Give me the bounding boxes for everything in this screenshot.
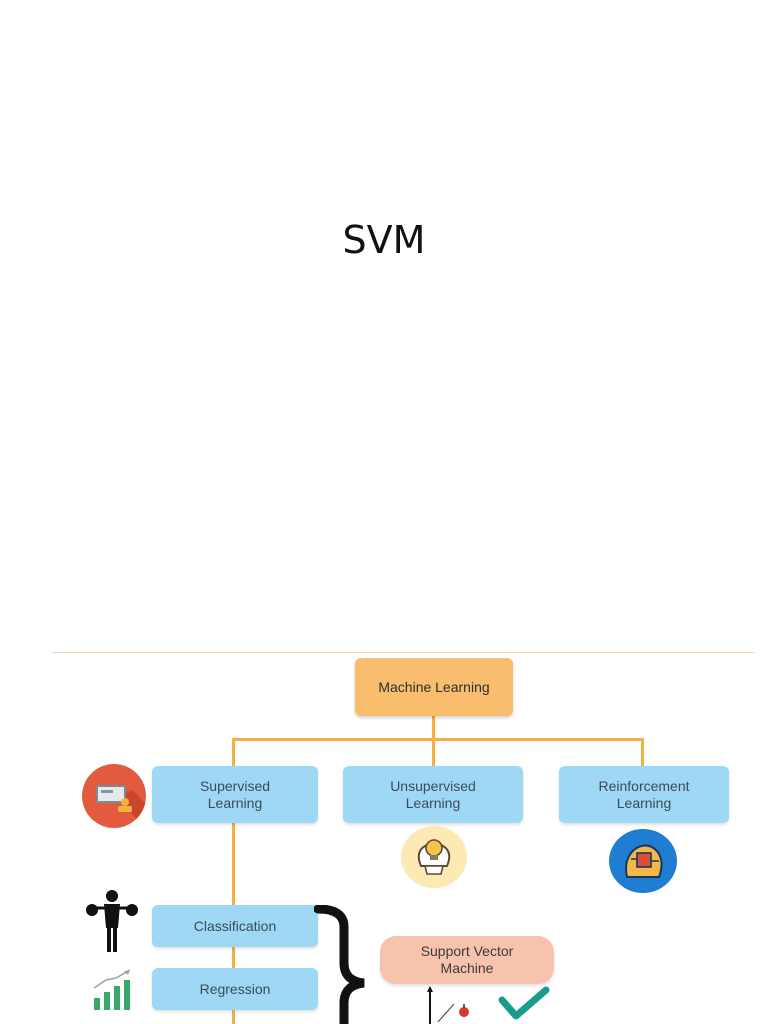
divider-line (52, 652, 755, 653)
check-mark-icon (498, 986, 550, 1020)
brain-lightbulb-icon (401, 826, 467, 888)
connector-root-down (432, 716, 435, 740)
robot-head-icon (609, 829, 677, 893)
svm-plot-icon (427, 986, 469, 1024)
person-balance-icon (86, 890, 138, 952)
node-support-vector-machine: Support Vector Machine (380, 936, 554, 984)
node-reinforcement-learning: Reinforcement Learning (559, 766, 729, 823)
node-regression: Regression (152, 968, 318, 1010)
node-unsupervised-label: Unsupervised Learning (390, 777, 476, 811)
connector-supervised (232, 738, 235, 766)
bar-chart-growth-icon (93, 969, 131, 1010)
connector-unsupervised (432, 738, 435, 766)
node-supervised-label: Supervised Learning (199, 777, 271, 811)
node-reinforcement-label: Reinforcement Learning (598, 777, 690, 811)
connector-reinforcement (641, 738, 644, 766)
node-supervised-learning: Supervised Learning (152, 766, 318, 823)
slide-title: SVM (342, 218, 426, 262)
teacher-board-icon (82, 764, 146, 828)
node-machine-learning: Machine Learning (355, 658, 513, 716)
connector-horizontal (232, 738, 644, 741)
node-classification: Classification (152, 905, 318, 947)
node-svm-label: Support Vector Machine (420, 943, 514, 976)
curly-brace-icon (314, 905, 365, 1024)
node-unsupervised-learning: Unsupervised Learning (343, 766, 523, 823)
